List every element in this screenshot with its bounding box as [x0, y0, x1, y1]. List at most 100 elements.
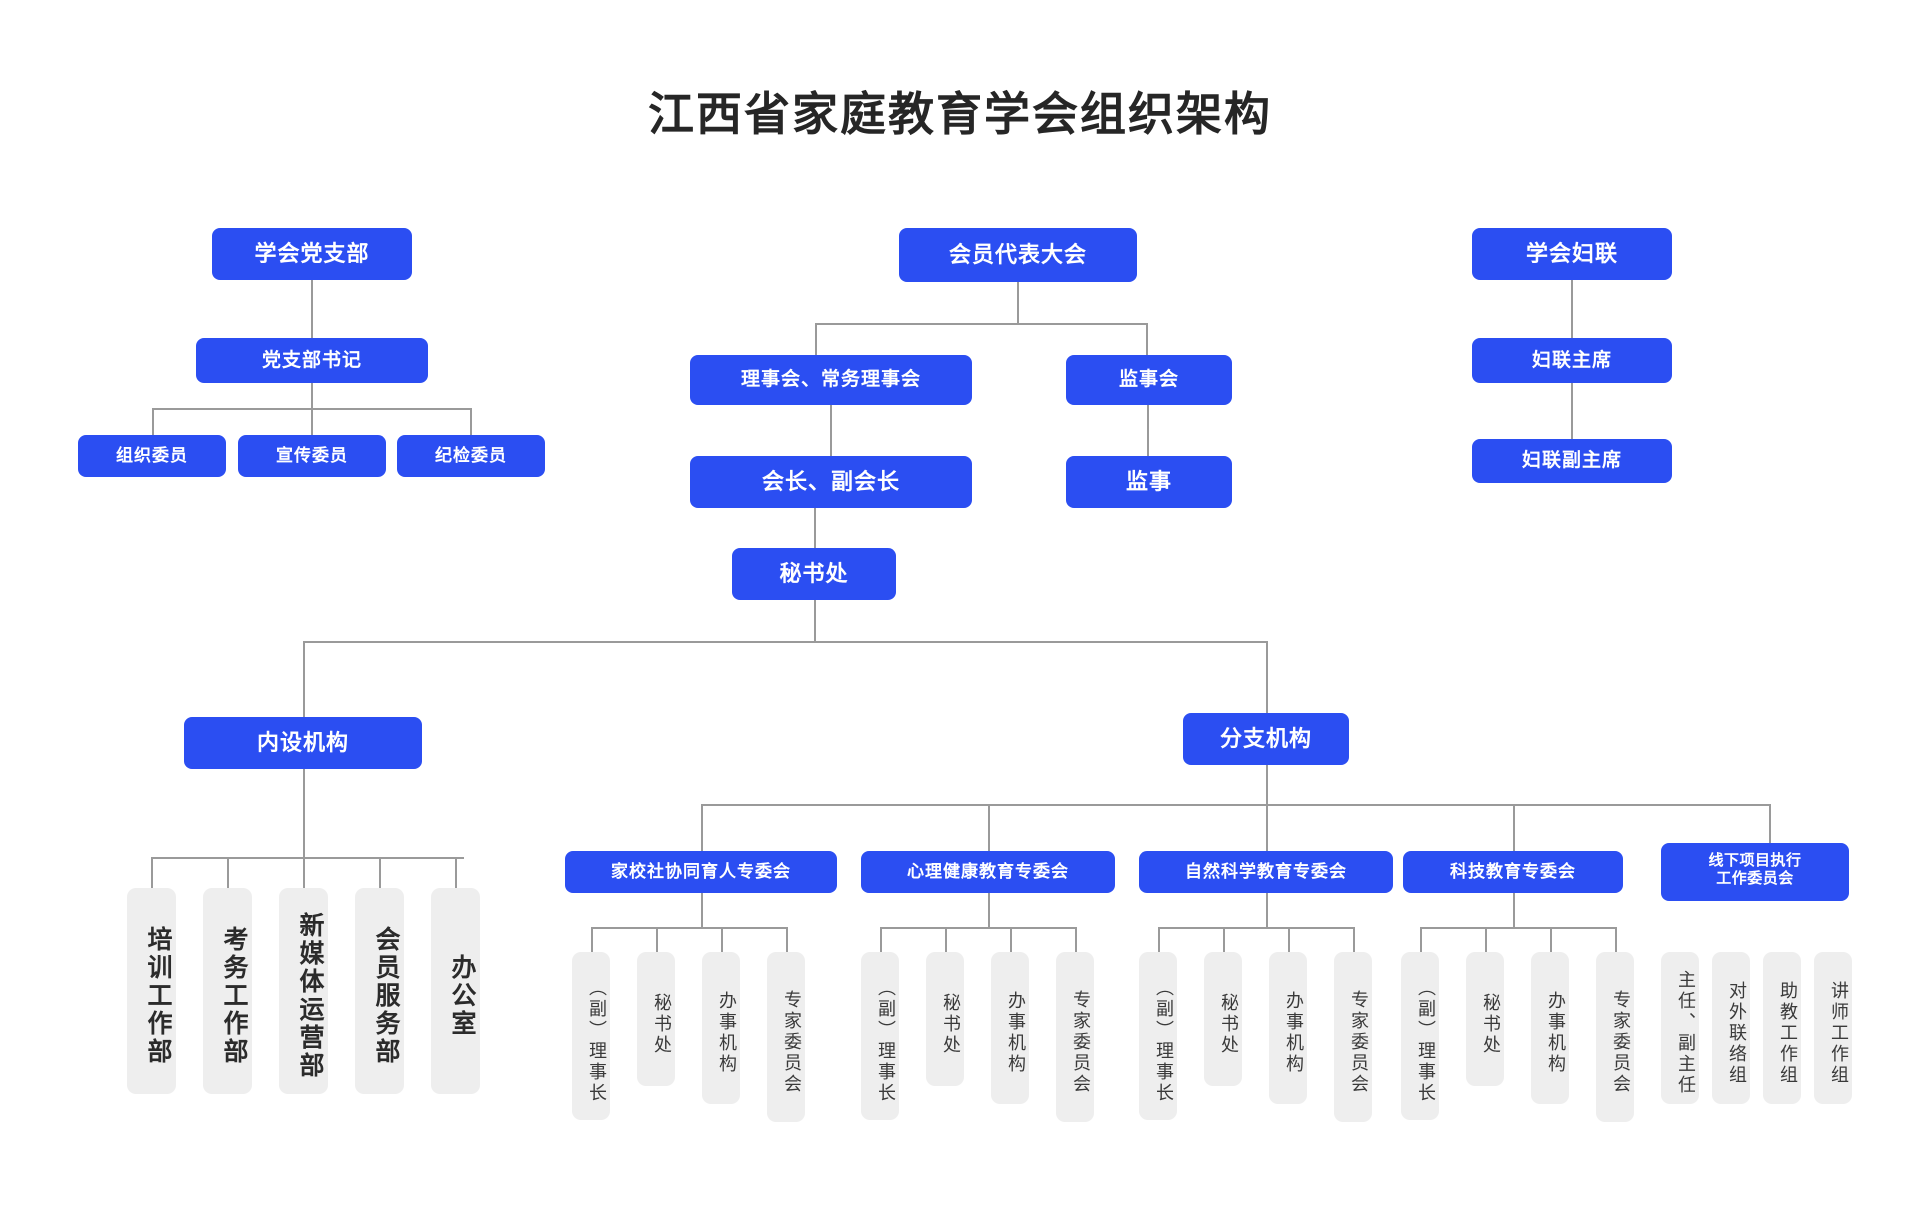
connector-committee-1-bus: [880, 927, 1076, 929]
node-committee-2[interactable]: 自然科学教育专委会: [1139, 851, 1393, 893]
connector-drop-committee-4: [1769, 804, 1771, 851]
connector-drop-council: [815, 323, 817, 355]
leaf-c3-sub-2[interactable]: 办事机构: [1531, 952, 1569, 1104]
leaf-internal-dept-3[interactable]: 会员服务部: [355, 888, 404, 1094]
leaf-c0-sub-0[interactable]: （副）理事长: [572, 952, 610, 1120]
node-party-member-0[interactable]: 组织委员: [78, 435, 226, 477]
connector-committee-2-bus: [1158, 927, 1354, 929]
leaf-c2-sub-0[interactable]: （副）理事长: [1139, 952, 1177, 1120]
leaf-internal-dept-2[interactable]: 新媒体运营部: [279, 888, 328, 1094]
node-committee-4[interactable]: 线下项目执行 工作委员会: [1661, 843, 1849, 901]
node-supervisor[interactable]: 监事: [1066, 456, 1232, 508]
leaf-c4-sub-1[interactable]: 对外联络组: [1712, 952, 1750, 1104]
connector-drop-c1-3: [1075, 927, 1077, 952]
connector-committee-3-bus: [1420, 927, 1616, 929]
connector-drop-internal-0: [151, 857, 153, 888]
connector-committee-3-down: [1513, 893, 1515, 928]
connector-drop-c1-2: [1010, 927, 1012, 952]
connector-internal-down: [303, 769, 305, 858]
connector-drop-internal-3: [379, 857, 381, 888]
connector-drop-internal-1: [227, 857, 229, 888]
connector-party-root-to-secretary: [311, 280, 313, 338]
node-council[interactable]: 理事会、常务理事会: [690, 355, 972, 405]
leaf-c4-sub-3[interactable]: 讲师工作组: [1814, 952, 1852, 1104]
connector-drop-party-3: [470, 408, 472, 435]
leaf-c2-sub-2[interactable]: 办事机构: [1269, 952, 1307, 1104]
leaf-c1-sub-1[interactable]: 秘书处: [926, 952, 964, 1086]
connector-assembly-bus: [815, 323, 1147, 325]
leaf-c0-sub-1[interactable]: 秘书处: [637, 952, 675, 1086]
leaf-c0-sub-2[interactable]: 办事机构: [702, 952, 740, 1104]
connector-internal-bus: [151, 857, 464, 859]
connector-council-to-president: [830, 405, 832, 456]
connector-drop-party-1: [152, 408, 154, 435]
connector-drop-c0-0: [591, 927, 593, 952]
connector-committee-0-down: [701, 893, 703, 928]
leaf-c1-sub-2[interactable]: 办事机构: [991, 952, 1029, 1104]
page-title: 江西省家庭教育学会组织架构: [648, 88, 1272, 140]
connector-drop-internal-2: [303, 857, 305, 888]
connector-drop-supervisory: [1146, 323, 1148, 355]
connector-drop-committee-0: [701, 804, 703, 851]
node-president[interactable]: 会长、副会长: [690, 456, 972, 508]
connector-drop-branches: [1266, 641, 1268, 717]
node-committee-0[interactable]: 家校社协同育人专委会: [565, 851, 837, 893]
connector-branches-down: [1266, 765, 1268, 805]
connector-drop-committee-2: [1266, 804, 1268, 851]
leaf-internal-dept-4[interactable]: 办公室: [431, 888, 480, 1094]
node-party-member-1[interactable]: 宣传委员: [238, 435, 386, 477]
connector-committee-1-down: [988, 893, 990, 928]
node-party-secretary[interactable]: 党支部书记: [196, 338, 428, 383]
connector-drop-c2-1: [1223, 927, 1225, 952]
connector-drop-internal-4: [455, 857, 457, 888]
connector-drop-c0-1: [656, 927, 658, 952]
connector-drop-c3-2: [1550, 927, 1552, 952]
node-secretariat[interactable]: 秘书处: [732, 548, 896, 600]
connector-secretary-down: [311, 383, 313, 409]
connector-president-to-secretariat: [814, 508, 816, 548]
node-internal-departments-header[interactable]: 内设机构: [184, 717, 422, 769]
node-party-branch[interactable]: 学会党支部: [212, 228, 412, 280]
leaf-c2-sub-3[interactable]: 专家委员会: [1334, 952, 1372, 1122]
node-committee-4-line-1: 工作委员会: [1716, 870, 1794, 887]
connector-secretariat-bus: [303, 641, 1267, 643]
connector-wf-chair-to-vice: [1571, 383, 1573, 439]
node-supervisory-board[interactable]: 监事会: [1066, 355, 1232, 405]
leaf-c2-sub-1[interactable]: 秘书处: [1204, 952, 1242, 1086]
connector-drop-c0-3: [786, 927, 788, 952]
node-wf-chair[interactable]: 妇联主席: [1472, 338, 1672, 383]
connector-drop-c2-2: [1288, 927, 1290, 952]
connector-secretariat-down: [814, 600, 816, 642]
connector-drop-c2-3: [1353, 927, 1355, 952]
node-womens-federation[interactable]: 学会妇联: [1472, 228, 1672, 280]
leaf-c4-sub-0[interactable]: 主任、副主任: [1661, 952, 1699, 1104]
connector-branches-bus: [701, 804, 1769, 806]
node-party-member-2[interactable]: 纪检委员: [397, 435, 545, 477]
node-committee-1[interactable]: 心理健康教育专委会: [861, 851, 1115, 893]
node-branch-organizations-header[interactable]: 分支机构: [1183, 713, 1349, 765]
leaf-internal-dept-1[interactable]: 考务工作部: [203, 888, 252, 1094]
node-member-assembly[interactable]: 会员代表大会: [899, 228, 1137, 282]
leaf-c0-sub-3[interactable]: 专家委员会: [767, 952, 805, 1122]
connector-assembly-down: [1017, 282, 1019, 324]
connector-drop-party-2: [311, 408, 313, 435]
leaf-c3-sub-0[interactable]: （副）理事长: [1401, 952, 1439, 1120]
leaf-internal-dept-0[interactable]: 培训工作部: [127, 888, 176, 1094]
node-committee-4-line-0: 线下项目执行: [1708, 852, 1802, 869]
leaf-c1-sub-0[interactable]: （副）理事长: [861, 952, 899, 1120]
connector-supervisory-to-supervisor: [1147, 405, 1149, 456]
connector-drop-c3-0: [1420, 927, 1422, 952]
connector-drop-internal: [303, 641, 305, 717]
connector-drop-c2-0: [1158, 927, 1160, 952]
connector-wf-root-to-chair: [1571, 280, 1573, 338]
leaf-c1-sub-3[interactable]: 专家委员会: [1056, 952, 1094, 1122]
leaf-c3-sub-1[interactable]: 秘书处: [1466, 952, 1504, 1086]
node-wf-vice-chair[interactable]: 妇联副主席: [1472, 439, 1672, 483]
leaf-c4-sub-2[interactable]: 助教工作组: [1763, 952, 1801, 1104]
connector-drop-c3-1: [1485, 927, 1487, 952]
leaf-c3-sub-3[interactable]: 专家委员会: [1596, 952, 1634, 1122]
node-committee-3[interactable]: 科技教育专委会: [1403, 851, 1623, 893]
connector-drop-c0-2: [721, 927, 723, 952]
connector-drop-c1-1: [945, 927, 947, 952]
connector-drop-c3-3: [1615, 927, 1617, 952]
